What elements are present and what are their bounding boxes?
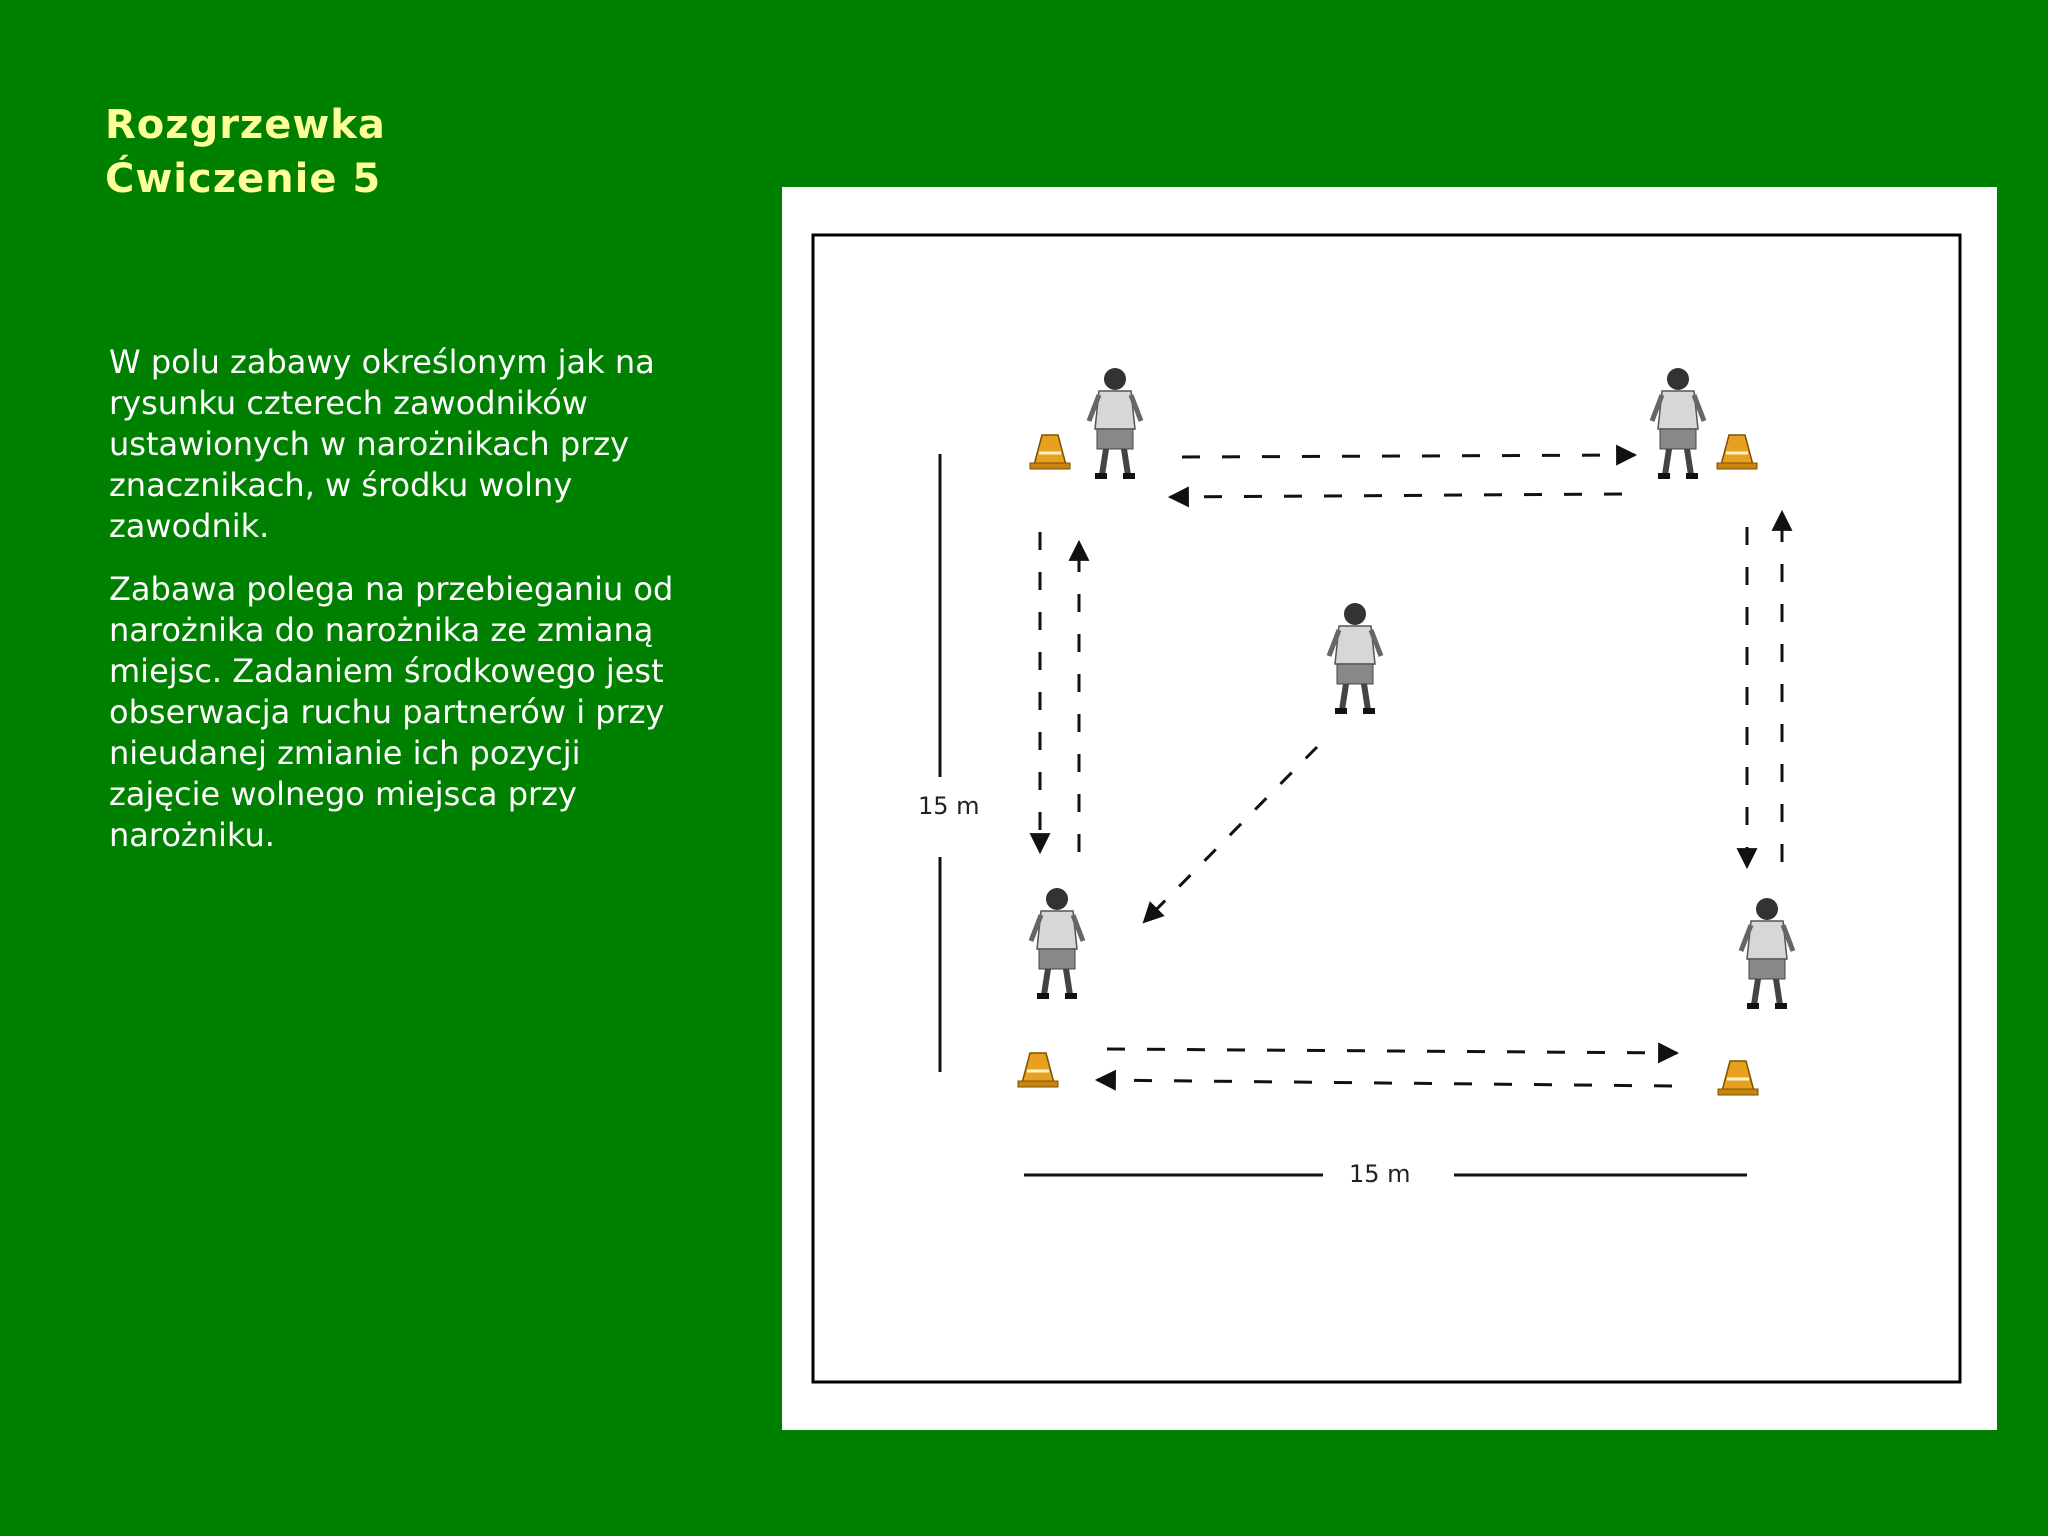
arrow-top-left	[1167, 486, 1623, 508]
slide-title: Rozgrzewka Ćwiczenie 5	[105, 98, 386, 206]
title-line-2: Ćwiczenie 5	[105, 156, 382, 202]
drill-diagram-svg: 15 m 15 m	[811, 233, 1962, 1384]
player-bottom-right	[1741, 898, 1793, 1009]
field-boundary	[811, 233, 1962, 1384]
arrow-bottom-right	[1106, 1042, 1680, 1064]
title-line-1: Rozgrzewka	[105, 102, 386, 148]
side-dimension-label: 15 m	[918, 792, 980, 820]
player-bottom-left	[1031, 888, 1083, 999]
description: W polu zabawy określonym jak na rysunku …	[109, 342, 689, 878]
player-top-right	[1652, 368, 1704, 479]
player-center	[1329, 603, 1381, 714]
arrow-top-right	[1181, 444, 1638, 466]
cone-top-left	[1028, 433, 1072, 471]
paragraph-setup: W polu zabawy określonym jak na rysunku …	[109, 343, 655, 545]
cone-top-right	[1715, 433, 1759, 471]
cone-bottom-left	[1016, 1051, 1060, 1089]
cone-bottom-right	[1716, 1059, 1760, 1097]
bottom-dimension-label: 15 m	[1349, 1160, 1411, 1188]
drill-diagram: 15 m 15 m	[782, 187, 1997, 1430]
paragraph-rules: Zabawa polega na przebieganiu od narożni…	[109, 570, 674, 854]
arrow-diagonal	[1142, 745, 1319, 924]
player-top-left	[1089, 368, 1141, 479]
arrow-bottom-left	[1094, 1069, 1673, 1091]
